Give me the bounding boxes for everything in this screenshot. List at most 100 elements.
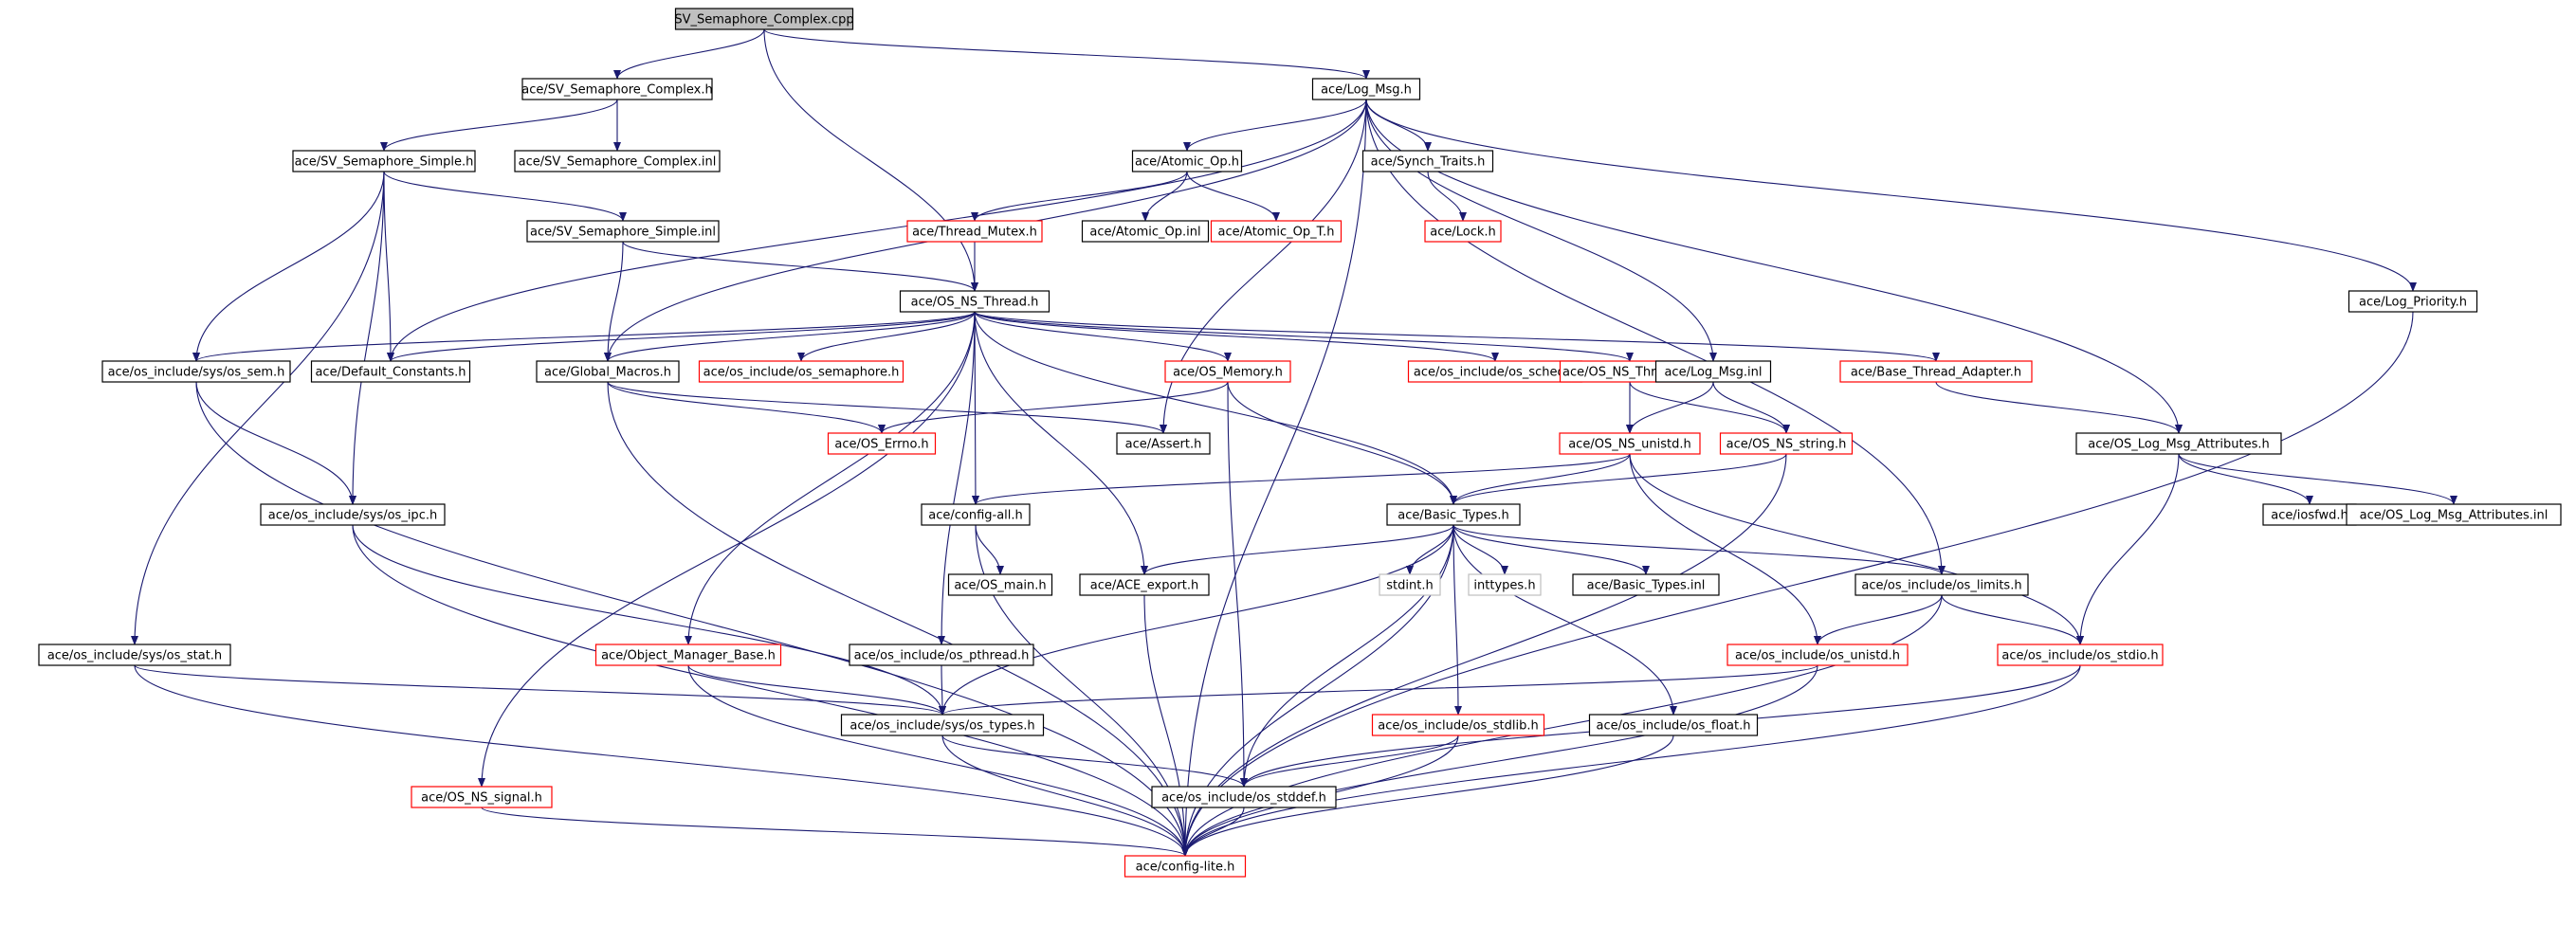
- node-global-macros[interactable]: ace/Global_Macros.h: [536, 360, 680, 383]
- node-basic-types[interactable]: ace/Basic_Types.h: [1386, 503, 1521, 526]
- node-os-ipc[interactable]: ace/os_include/sys/os_ipc.h: [260, 503, 446, 526]
- edge-object-manager-base-to-os-types: [687, 664, 946, 716]
- node-config-all[interactable]: ace/config-all.h: [921, 503, 1031, 526]
- node-box-config-lite: [1124, 855, 1247, 878]
- edge-base-thread-adapter-to-os-log-msg-attr: [1935, 381, 2183, 434]
- node-label-os-main: ace/OS_main.h: [954, 579, 1046, 593]
- node-ace-export[interactable]: ace/ACE_export.h: [1079, 573, 1210, 596]
- node-lock-h[interactable]: ace/Lock.h: [1424, 220, 1502, 243]
- edge-basic-types-to-os-stdlib: [1452, 524, 1462, 716]
- node-os-memory[interactable]: ace/OS_Memory.h: [1164, 360, 1291, 383]
- edge-config-all-to-os-main: [975, 524, 1004, 575]
- node-box-os-memory: [1164, 360, 1291, 383]
- edge-basic-types-to-os-stddef: [1240, 524, 1454, 788]
- node-svs-inl[interactable]: ace/SV_Semaphore_Simple.inl: [526, 220, 720, 243]
- node-os-pthread[interactable]: ace/os_include/os_pthread.h: [849, 644, 1034, 666]
- edge-os-ns-thread-h-to-os-ns-thread-inl: [974, 311, 1634, 362]
- edge-os-ns-thread-inl-to-os-ns-string: [1629, 381, 1790, 434]
- node-atomic-op-inl[interactable]: ace/Atomic_Op.inl: [1081, 220, 1210, 243]
- node-basic-types-inl[interactable]: ace/Basic_Types.inl: [1572, 573, 1720, 596]
- node-os-errno[interactable]: ace/OS_Errno.h: [827, 432, 937, 455]
- node-inttypes[interactable]: inttypes.h: [1468, 573, 1542, 596]
- edge-os-ns-unistd-to-config-all: [972, 453, 1631, 505]
- node-log-priority[interactable]: ace/Log_Priority.h: [2348, 290, 2478, 313]
- node-box-svc-h: [521, 78, 713, 100]
- node-box-svs-inl: [526, 220, 720, 243]
- node-box-os-ns-thread-h: [899, 290, 1050, 313]
- node-os-ns-string[interactable]: ace/OS_NS_string.h: [1719, 432, 1854, 455]
- node-box-atomic-op-h: [1131, 150, 1243, 172]
- node-os-main[interactable]: ace/OS_main.h: [947, 573, 1053, 596]
- node-os-types[interactable]: ace/os_include/sys/os_types.h: [840, 714, 1045, 736]
- node-os-semaphore[interactable]: ace/os_include/os_semaphore.h: [698, 360, 904, 383]
- edge-basic-types-to-inttypes: [1452, 524, 1508, 575]
- node-os-sem[interactable]: ace/os_include/sys/os_sem.h: [101, 360, 291, 383]
- edge-log-msg-h-to-atomic-op-h: [1183, 99, 1367, 152]
- node-base-thread-adapter[interactable]: ace/Base_Thread_Adapter.h: [1839, 360, 2033, 383]
- node-label-assert: ace/Assert.h: [1125, 438, 1202, 452]
- edge-os-ns-thread-h-to-config-all: [971, 311, 979, 505]
- node-os-stdlib[interactable]: ace/os_include/os_stdlib.h: [1371, 714, 1545, 736]
- node-label-config-lite: ace/config-lite.h: [1136, 861, 1235, 875]
- node-label-atomic-op-h: ace/Atomic_Op.h: [1135, 155, 1239, 170]
- node-label-iosfwd: ace/iosfwd.h: [2271, 509, 2348, 523]
- node-log-msg-inl[interactable]: ace/Log_Msg.inl: [1654, 360, 1772, 383]
- node-os-log-msg-attr[interactable]: ace/OS_Log_Msg_Attributes.h: [2075, 432, 2282, 455]
- node-label-ace-export: ace/ACE_export.h: [1090, 579, 1198, 593]
- node-assert[interactable]: ace/Assert.h: [1116, 432, 1211, 455]
- node-box-base-thread-adapter: [1839, 360, 2033, 383]
- edge-object-manager-base-to-config-lite: [687, 664, 1189, 857]
- node-os-log-msg-attr-inl[interactable]: ace/OS_Log_Msg_Attributes.inl: [2346, 503, 2562, 526]
- node-label-os-log-msg-attr: ace/OS_Log_Msg_Attributes.h: [2088, 438, 2269, 452]
- node-os-ns-thread-h[interactable]: ace/OS_NS_Thread.h: [899, 290, 1050, 313]
- node-label-svc-h: ace/SV_Semaphore_Complex.h: [521, 83, 712, 98]
- node-os-sched[interactable]: ace/os_include/os_sched.h: [1407, 360, 1583, 383]
- edge-svc-h-to-svs-h: [380, 99, 618, 152]
- node-os-stddef[interactable]: ace/os_include/os_stddef.h: [1151, 786, 1337, 808]
- edge-svs-h-to-os-sem: [192, 171, 385, 362]
- node-stdint[interactable]: stdint.h: [1379, 573, 1441, 596]
- node-object-manager-base[interactable]: ace/Object_Manager_Base.h: [594, 644, 782, 666]
- node-label-atomic-op-inl: ace/Atomic_Op.inl: [1089, 226, 1200, 240]
- node-label-thread-mutex: ace/Thread_Mutex.h: [912, 226, 1037, 240]
- edge-svs-inl-to-os-ns-thread-h: [622, 241, 978, 292]
- node-box-log-msg-inl: [1654, 360, 1772, 383]
- node-svc-h[interactable]: ace/SV_Semaphore_Complex.h: [521, 78, 713, 100]
- node-synch-traits[interactable]: ace/Synch_Traits.h: [1361, 150, 1494, 172]
- node-config-lite[interactable]: ace/config-lite.h: [1124, 855, 1247, 878]
- node-label-os-ns-unistd: ace/OS_NS_unistd.h: [1568, 438, 1691, 452]
- edge-os-limits-to-os-stdio: [1941, 594, 2084, 645]
- node-label-os-stat: ace/os_include/sys/os_stat.h: [47, 649, 222, 663]
- edge-root-to-log-msg-h: [763, 28, 1370, 80]
- node-thread-mutex[interactable]: ace/Thread_Mutex.h: [906, 220, 1043, 243]
- node-box-os-float: [1588, 714, 1759, 736]
- edge-os-ipc-to-config-lite: [352, 524, 1189, 857]
- node-atomic-op-t[interactable]: ace/Atomic_Op_T.h: [1210, 220, 1343, 243]
- node-svs-h[interactable]: ace/SV_Semaphore_Simple.h: [292, 150, 476, 172]
- node-box-svs-h: [292, 150, 476, 172]
- node-default-const[interactable]: ace/Default_Constants.h: [310, 360, 471, 383]
- edge-svs-h-to-default-const: [383, 171, 394, 362]
- node-label-stdint: stdint.h: [1386, 579, 1433, 593]
- node-os-ns-unistd[interactable]: ace/OS_NS_unistd.h: [1559, 432, 1701, 455]
- node-os-unistd[interactable]: ace/os_include/os_unistd.h: [1726, 644, 1909, 666]
- edge-log-msg-h-to-os-log-msg-attr: [1365, 99, 2183, 434]
- node-os-stdio[interactable]: ace/os_include/os_stdio.h: [1997, 644, 2164, 666]
- edge-os-stat-to-os-types: [134, 664, 946, 716]
- node-os-stat[interactable]: ace/os_include/sys/os_stat.h: [38, 644, 231, 666]
- edge-svs-inl-to-global-macros: [604, 241, 624, 362]
- node-label-global-macros: ace/Global_Macros.h: [544, 366, 671, 380]
- edge-os-sem-to-os-ipc: [195, 381, 356, 505]
- node-iosfwd[interactable]: ace/iosfwd.h: [2262, 503, 2357, 526]
- node-os-ns-signal[interactable]: ace/OS_NS_signal.h: [411, 786, 553, 808]
- node-os-float[interactable]: ace/os_include/os_float.h: [1588, 714, 1759, 736]
- node-log-msg-h[interactable]: ace/Log_Msg.h: [1311, 78, 1421, 100]
- edge-os-stddef-to-config-lite: [1181, 807, 1245, 857]
- edge-os-memory-to-basic-types: [1227, 381, 1457, 505]
- node-svc-inl[interactable]: ace/SV_Semaphore_Complex.inl: [514, 150, 721, 172]
- node-os-limits[interactable]: ace/os_include/os_limits.h: [1854, 573, 2029, 596]
- edge-os-limits-to-os-unistd: [1814, 594, 1943, 645]
- node-box-os-errno: [827, 432, 937, 455]
- node-atomic-op-h[interactable]: ace/Atomic_Op.h: [1131, 150, 1243, 172]
